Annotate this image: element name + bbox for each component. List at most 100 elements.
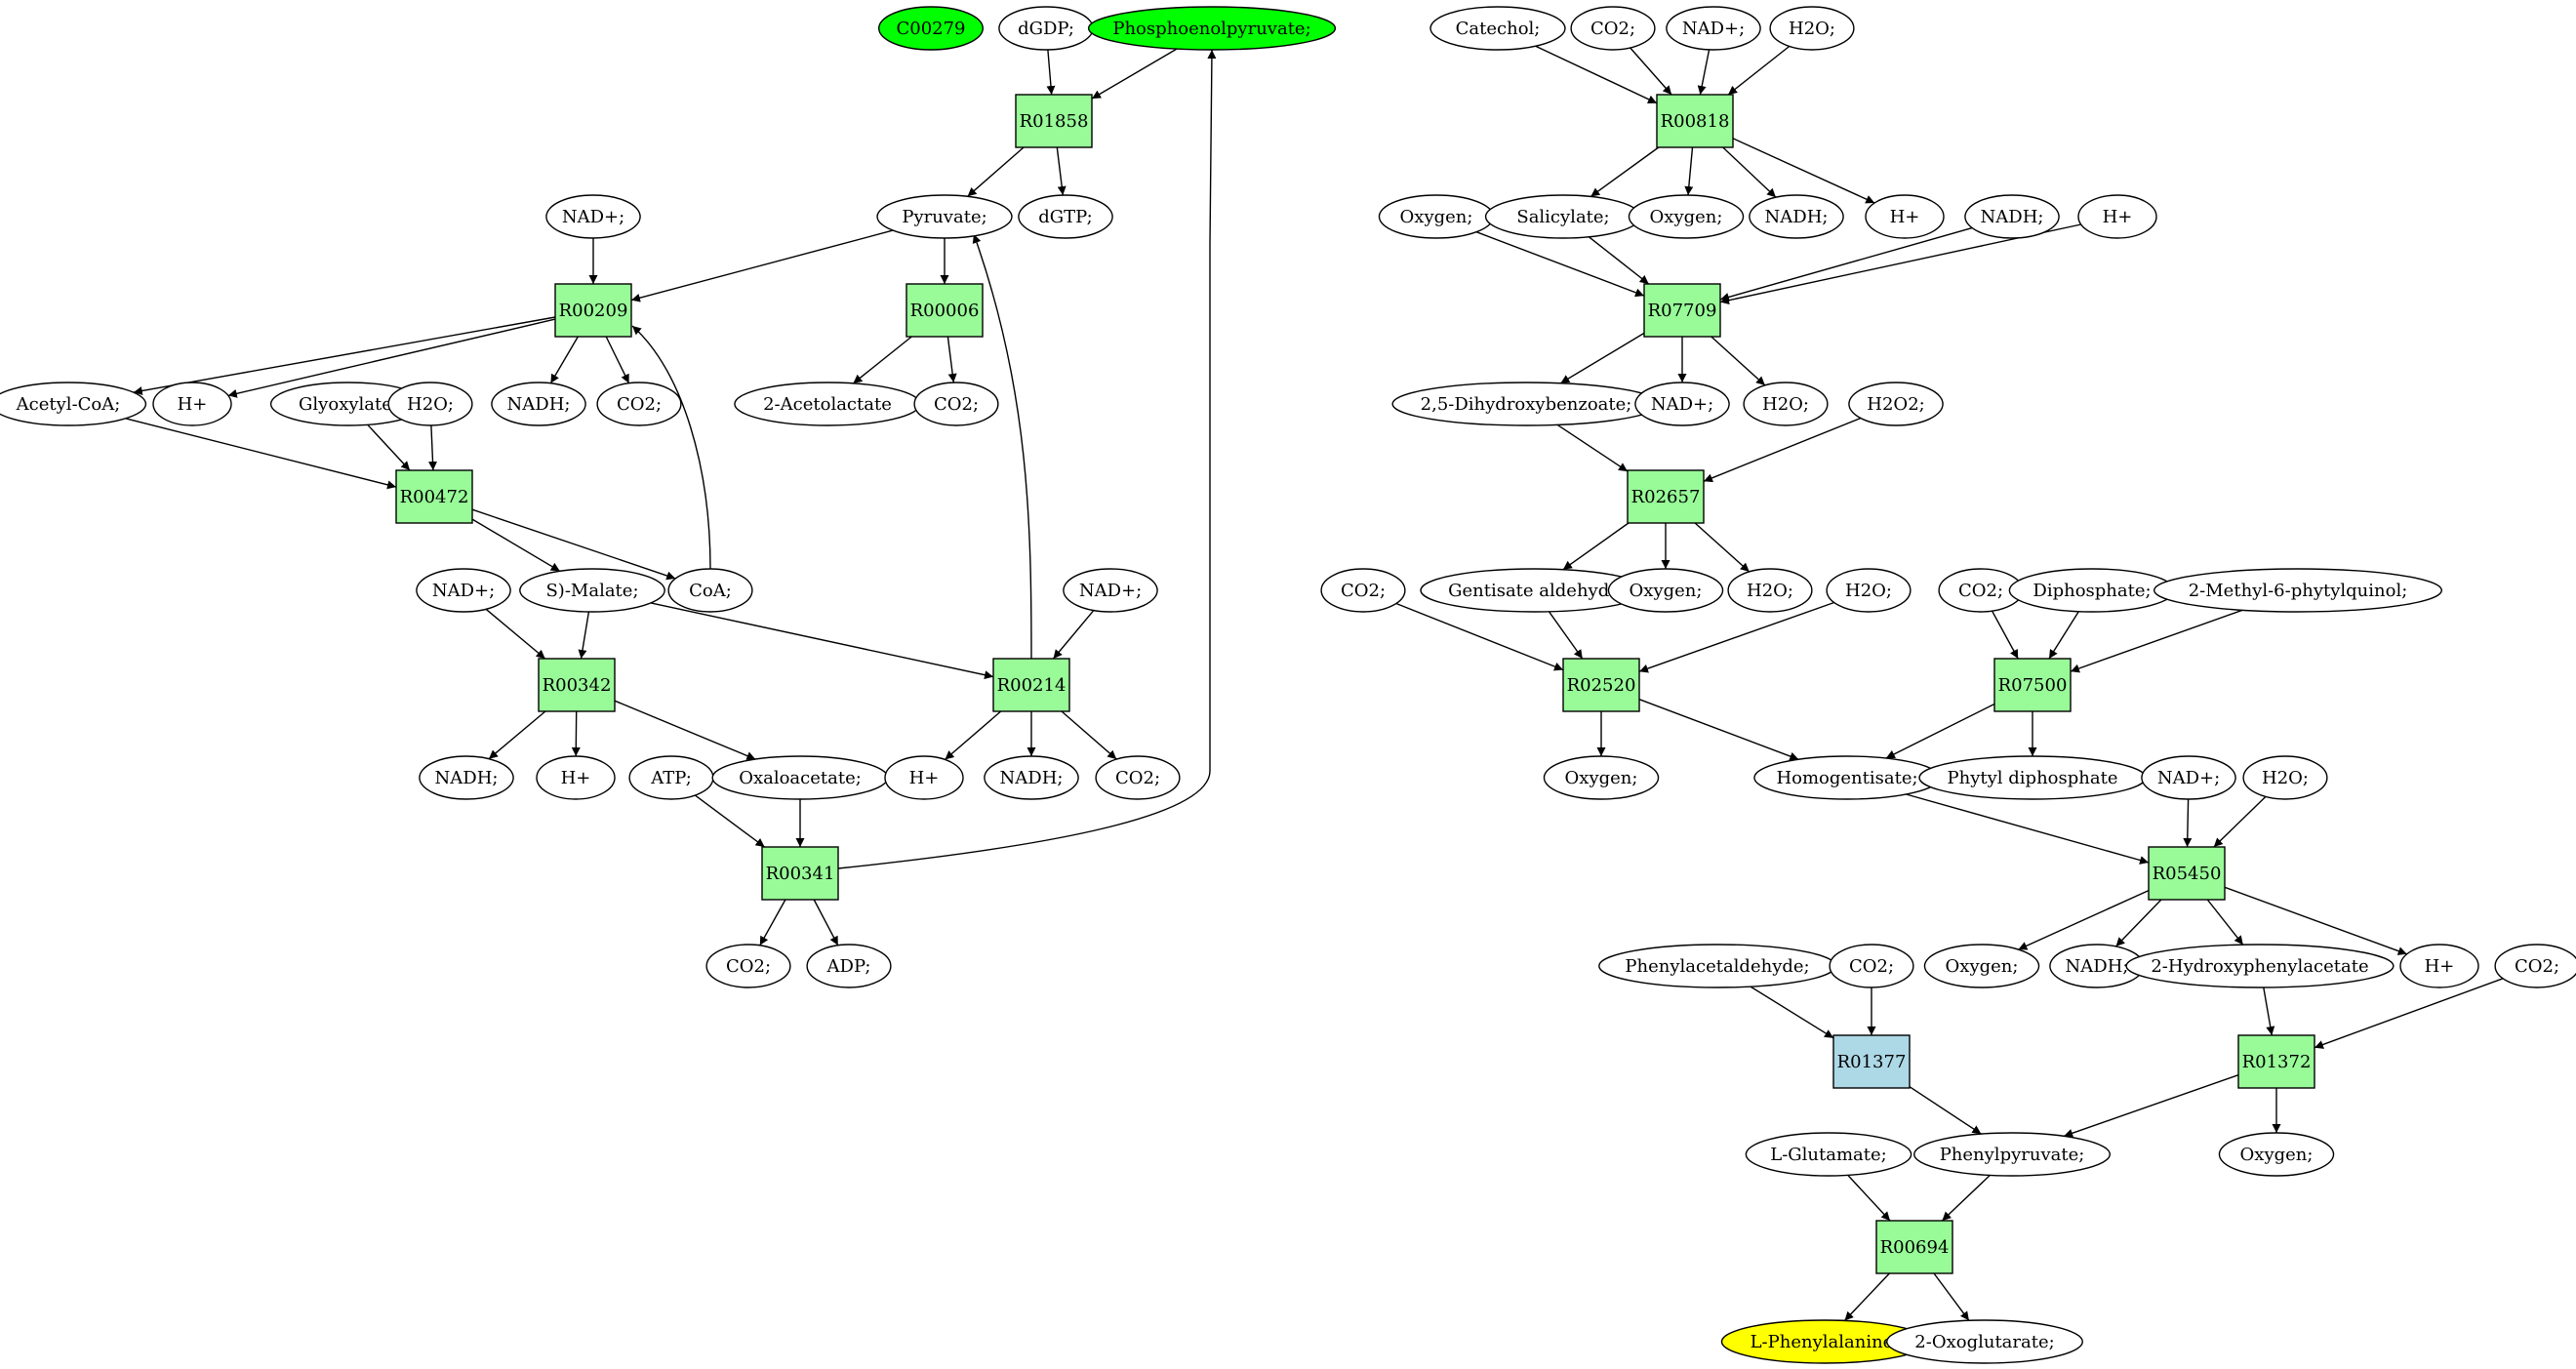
edge-r01377-to-phenylpyruvate — [1909, 1086, 1982, 1135]
node-label: NADH; — [1981, 207, 2044, 227]
edge-r07500-to-homogentisate — [1885, 703, 1995, 759]
compound-node-c00279: C00279 — [877, 6, 985, 51]
edge-r00006-to-acetolactate — [852, 336, 912, 384]
edge-coa-to-r00209 — [631, 325, 711, 570]
compound-node-nad: NAD+; — [1063, 568, 1158, 613]
node-label: Acetyl-CoA; — [16, 394, 121, 415]
edge-r00214-to-pyruvate — [972, 233, 1032, 660]
compound-ellipse — [2218, 1132, 2335, 1177]
reaction-node-r00818: R00818 — [1656, 94, 1734, 148]
node-label: 2-Oxoglutarate; — [1914, 1332, 2054, 1352]
compound-ellipse — [705, 944, 791, 988]
node-label: H2O; — [1762, 394, 1809, 415]
reaction-node-r01372: R01372 — [2237, 1034, 2315, 1089]
compound-ellipse — [545, 194, 641, 239]
compound-ellipse — [1634, 382, 1730, 426]
compound-ellipse — [1923, 944, 2040, 988]
edge-pep-to-r01858 — [1091, 48, 1178, 100]
compound-ellipse — [1769, 6, 1855, 51]
compound-ellipse — [984, 755, 1079, 800]
edge-nad_4-to-r00818 — [1697, 49, 1711, 96]
edge-gentisate_ald-to-r02520 — [1548, 611, 1584, 660]
compound-node-oxygen: Oxygen; — [1607, 568, 1724, 613]
compound-ellipse — [2399, 944, 2479, 988]
node-label: CO2; — [1958, 581, 2003, 601]
compound-ellipse — [1743, 382, 1829, 426]
compound-ellipse — [2141, 755, 2236, 800]
node-label: NAD+; — [1682, 19, 1745, 39]
reaction-box — [761, 846, 839, 901]
reaction-box — [554, 283, 632, 338]
node-label: L-Glutamate; — [1770, 1145, 1886, 1165]
edge-malate-to-r00342 — [578, 611, 590, 660]
compound-node-nadh: NADH; — [984, 755, 1079, 800]
edge-r02657-to-h2o_4 — [1694, 522, 1751, 573]
edge-dgdp-to-r01858 — [1046, 49, 1056, 96]
edge-nad_3-to-r00214 — [1052, 610, 1095, 660]
reaction-box — [2237, 1034, 2315, 1089]
edge-layer — [125, 45, 2504, 1321]
node-label: NAD+; — [432, 581, 495, 601]
compound-node-phenylpyruvate: Phenylpyruvate; — [1912, 1132, 2111, 1177]
compound-node-dgtp: dGTP; — [1018, 194, 1113, 239]
node-label: Phosphoenolpyruvate; — [1112, 19, 1310, 39]
node-label: H+ — [178, 394, 208, 415]
node-label: CoA; — [689, 581, 732, 601]
reaction-box — [1832, 1034, 1911, 1089]
node-label: CO2; — [1115, 768, 1160, 788]
compound-node-l-glutamate: L-Glutamate; — [1745, 1132, 1912, 1177]
node-label: H2O; — [1845, 581, 1892, 601]
edge-r00472-to-coa — [471, 508, 676, 581]
edge-acetylcoa-to-r00472 — [125, 418, 397, 490]
reaction-node-r00342: R00342 — [538, 658, 616, 712]
edge-co2_9-to-r01372 — [2314, 978, 2504, 1049]
compound-ellipse — [1829, 944, 1914, 988]
compound-node-oxygen: Oxygen; — [2218, 1132, 2335, 1177]
edge-atp-to-r00341 — [694, 794, 766, 848]
node-label: R00341 — [766, 864, 835, 884]
compound-ellipse — [1848, 382, 1944, 426]
edge-r02520-to-homogentisate — [1638, 699, 1799, 761]
reaction-box — [1993, 658, 2072, 712]
reaction-node-r00209: R00209 — [554, 283, 632, 338]
edge-malate-to-r00214 — [650, 602, 994, 680]
edge-r00209-to-acetylcoa — [133, 316, 556, 395]
node-label: Phenylacetaldehyde; — [1625, 956, 1809, 977]
edge-phenylpyruvate-to-r00694 — [1941, 1174, 1991, 1222]
node-label: H2O; — [1789, 19, 1835, 39]
compound-node-h: H+ — [1865, 194, 1945, 239]
edge-phenylacetaldehyde-to-r01377 — [1750, 986, 1834, 1039]
compound-node-h2o: H2O; — [1743, 382, 1829, 426]
edge-r00342-to-hplus_2 — [571, 710, 581, 757]
node-label: dGDP; — [1018, 19, 1074, 39]
node-label: H2O; — [1747, 581, 1793, 601]
node-label: Oxygen; — [1650, 207, 1723, 227]
compound-node-nadh: NADH; — [491, 382, 586, 426]
compound-ellipse — [152, 382, 232, 426]
compound-node-nadh: NADH; — [1964, 194, 2060, 239]
node-label: R02520 — [1567, 675, 1636, 696]
edge-r00341-to-co2_4 — [759, 899, 786, 946]
node-label: R00472 — [400, 487, 469, 507]
reaction-node-r00472: R00472 — [395, 469, 473, 524]
edge-r00818-to-oxygen_2 — [1684, 146, 1694, 196]
edge-r00818-to-hplus_4 — [1732, 138, 1875, 204]
compound-ellipse — [1320, 568, 1406, 613]
node-label: Salicylate; — [1516, 207, 1609, 227]
node-label: CO2; — [1849, 956, 1894, 977]
compound-node-2-methyl-6-phytylquinol: 2-Methyl-6-phytylquinol; — [2153, 568, 2442, 613]
node-label: CO2; — [726, 956, 771, 977]
node-label: NADH; — [507, 394, 571, 415]
compound-ellipse — [1570, 6, 1656, 51]
edge-h2o_6-to-r05450 — [2213, 795, 2267, 848]
compound-ellipse — [1964, 194, 2060, 239]
node-label: ATP; — [650, 768, 692, 788]
edge-r07709-to-h2o_3 — [1711, 336, 1766, 386]
edge-co2_6-to-r02520 — [1395, 602, 1564, 671]
compound-node-pyruvate: Pyruvate; — [876, 194, 1013, 239]
compound-node-h2o: H2O; — [1727, 568, 1813, 613]
compound-node-phenylacetaldehyde: Phenylacetaldehyde; — [1598, 944, 1836, 988]
reaction-box — [1643, 283, 1721, 338]
node-label: Oxygen; — [1400, 207, 1473, 227]
edge-co2_7-to-r07500 — [1991, 610, 2019, 660]
